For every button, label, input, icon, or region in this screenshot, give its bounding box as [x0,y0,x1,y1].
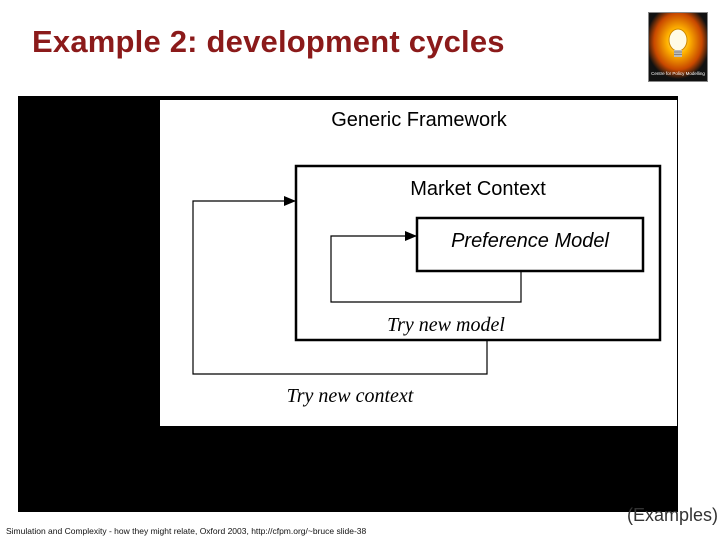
slide-footer: Simulation and Complexity - how they mig… [6,526,367,536]
inner-loop-arrow [330,231,522,303]
slide-title: Example 2: development cycles [32,24,505,59]
outer-loop-label: Try new context [287,385,414,407]
diagram-canvas [160,100,677,426]
inner-loop-label: Try new model [387,314,505,336]
diagram-heading: Generic Framework [331,109,508,131]
market-context-label: Market Context [410,178,546,200]
preference-model-box [415,216,645,273]
logo-caption: Centre for Policy Modelling [651,71,705,76]
outer-loop-arrow [192,196,488,375]
section-tag: (Examples) [626,505,718,525]
lightbulb-logo-icon: Centre for Policy Modelling [648,12,708,82]
preference-model-label: Preference Model [451,230,609,252]
market-context-box [294,164,662,342]
